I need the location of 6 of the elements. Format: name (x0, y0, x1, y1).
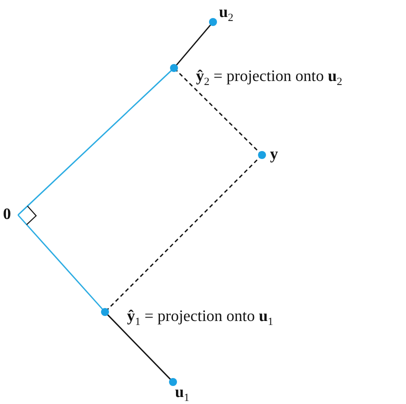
point-label: u$_{2}$ (219, 4, 234, 26)
point-label: y (270, 146, 278, 164)
point-label: ŷ$_{2}$ = projection onto u$_{2}$ (196, 68, 342, 90)
point-label: ŷ$_{1}$ = projection onto u$_{1}$ (127, 308, 274, 330)
point-label: u$_{1}$ (175, 384, 190, 404)
point-label: 0 (3, 206, 11, 224)
